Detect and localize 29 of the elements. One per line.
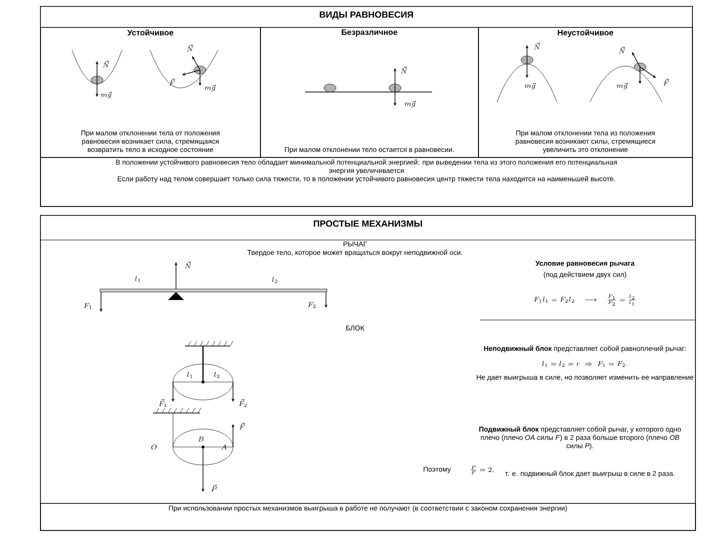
formula: $F_1$ — [84, 303, 92, 309]
formula: $l_2$ — [272, 277, 278, 283]
formula: $l_2$ — [214, 372, 220, 378]
formula: $\vec{P}$ — [211, 484, 217, 492]
formula: $F_2$ — [308, 302, 316, 308]
formula: $\vec{N}$ — [184, 262, 192, 268]
formula: $m\vec{g}$ — [404, 100, 416, 108]
formula: $m\vec{g}$ — [616, 82, 628, 90]
formula: $\vec{N}$ — [102, 60, 110, 68]
formula: $l_1$ — [135, 276, 140, 282]
formula: $A$ — [221, 444, 227, 450]
formula: $O$ — [151, 444, 157, 450]
formula: $\vec{F}_2$ — [239, 399, 247, 407]
formula: $m\vec{g}$ — [524, 82, 536, 90]
formula: $\vec{F}_1$ — [159, 399, 166, 407]
formula: $\vec{F}$ — [169, 78, 175, 86]
formula: $\vec{F}$ — [239, 422, 245, 430]
formula: $m\vec{g}$ — [100, 92, 112, 98]
formula: $l_1 = l_2 = r \;\Rightarrow\; F_1 = F_2.$ — [542, 361, 628, 367]
formula: $F_1 l_1 = F_2 l_2 \quad \longrightarrow \quad \frac{F_1}{F_2} = \frac{l_2}{l_1}$ — [534, 294, 636, 306]
formula: $B$ — [198, 436, 204, 442]
formula: $\vec{F}$ — [663, 78, 669, 86]
formula: $\vec{N}$ — [186, 44, 194, 52]
formula: $\vec{N}$ — [618, 46, 626, 54]
formula: $\frac{P}{F} = 2,$ — [470, 466, 494, 474]
formula: $\vec{N}$ — [400, 66, 408, 74]
formula: $\vec{N}$ — [534, 42, 540, 50]
formula: $m\vec{g}$ — [204, 84, 216, 92]
formula: $l_1$ — [187, 372, 192, 378]
